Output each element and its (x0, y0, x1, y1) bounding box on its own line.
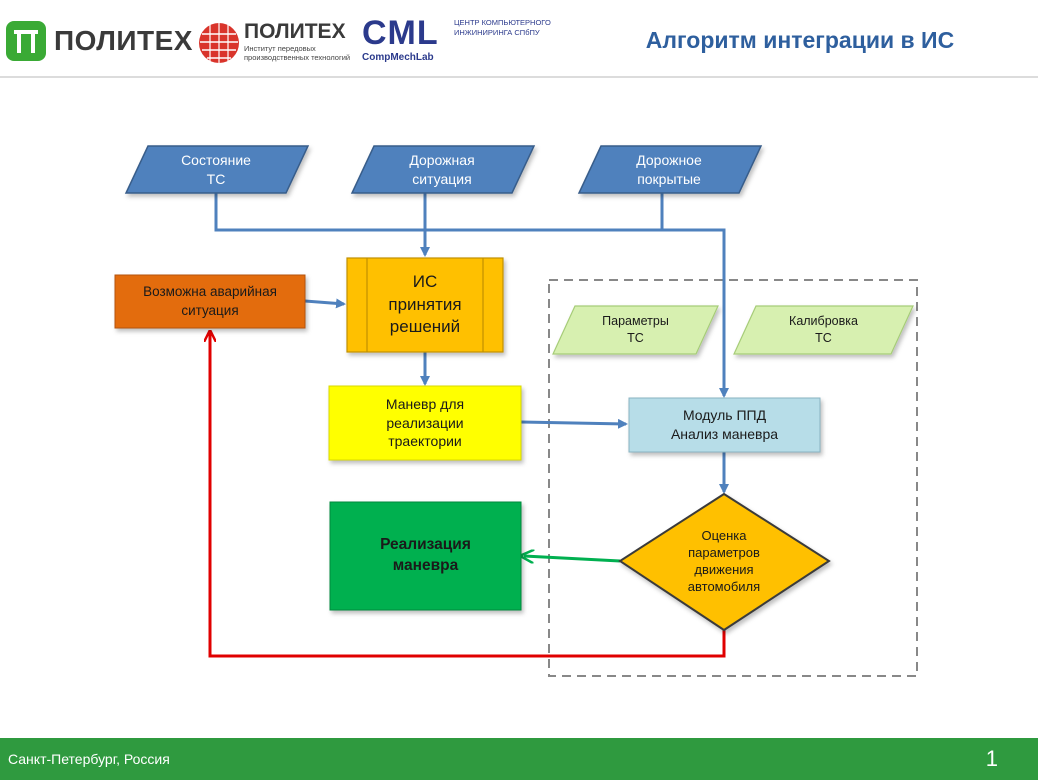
page-title: Алгоритм интеграции в ИС (645, 27, 955, 53)
realization-shape (329, 501, 522, 611)
logo3-text: CML (362, 14, 439, 52)
dashed-group-border (548, 279, 918, 677)
input-road-surface-shape (577, 145, 763, 194)
polytech-institute-logo: ПОЛИТЕХ Институт передовых производствен… (198, 18, 358, 68)
emergency-label: Возможна аварийная ситуация (143, 284, 277, 318)
header-divider (0, 76, 1038, 78)
module-shape (628, 397, 821, 453)
maneuver-label: Маневр для реализации траектории (385, 395, 465, 450)
params-shape (552, 305, 719, 355)
emergency-shape (114, 274, 306, 329)
logo3-subtitle2: CompMechLab (362, 52, 434, 63)
polytech-logo: ПОЛИТЕХ (6, 19, 196, 67)
calibration-shape (733, 305, 914, 355)
input-vehicle-state-shape (124, 145, 310, 194)
input-road-situation-label: Дорожная ситуация (409, 151, 475, 187)
input-road-situation-shape (350, 145, 536, 194)
decision-label: ИС принятия решений (388, 271, 462, 337)
sphere-icon (199, 23, 239, 63)
connector-maneuver-module (520, 418, 628, 429)
page-number: 1 (985, 746, 998, 771)
evaluation-label: Оценка параметров движения автомобиля (687, 528, 761, 594)
logo2-text: ПОЛИТЕХ (244, 20, 346, 43)
maneuver-shape (328, 385, 522, 461)
connector-evaluation-realization (524, 556, 621, 561)
input-road-surface-label: Дорожное покрытые (636, 151, 702, 187)
connector-inputs-bus (214, 193, 729, 398)
logo1-text: ПОЛИТЕХ (54, 25, 193, 56)
logo3-subtitle: ЦЕНТР КОМПЬЮТЕРНОГО ИНЖИНИРИНГА СПбПУ (454, 18, 551, 37)
params-label: Параметры ТС (602, 314, 669, 345)
header: ПОЛИТЕХ ПОЛИТЕХ Институт передовых произ… (0, 0, 1038, 78)
decision-shape (346, 257, 504, 353)
evaluation-shape (618, 492, 831, 632)
realization-label: Реализация маневра (380, 536, 471, 574)
logo2-subtitle: Институт передовых производственных техн… (244, 44, 351, 62)
connector-evaluation-emergency (210, 333, 726, 658)
input-vehicle-state-label: Состояние ТС (181, 151, 251, 187)
polytech-pi-icon (6, 21, 46, 61)
calibration-label: Калибровка ТС (789, 314, 858, 345)
connector-emergency-decision (304, 298, 346, 309)
footer-location: Санкт-Петербург, Россия (8, 751, 170, 767)
footer: Санкт-Петербург, Россия 1 (0, 738, 1038, 780)
module-label: Модуль ППД Анализ маневра (670, 407, 779, 442)
cml-logo: CML ЦЕНТР КОМПЬЮТЕРНОГО ИНЖИНИРИНГА СПбП… (362, 14, 562, 68)
